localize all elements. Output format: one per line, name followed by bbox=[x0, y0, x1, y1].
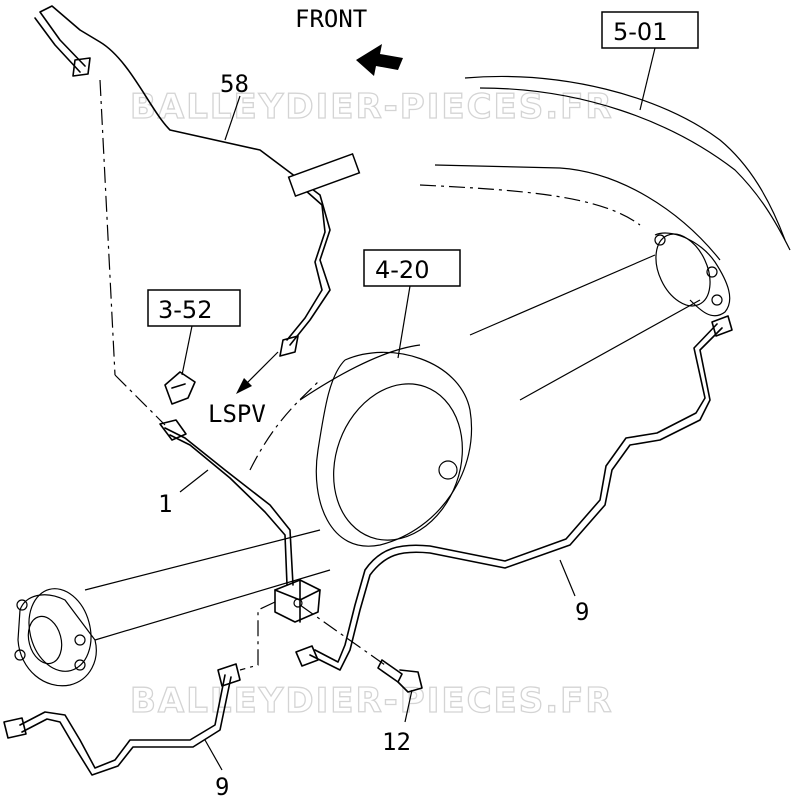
lspv-arrow-icon bbox=[236, 378, 252, 394]
dashed-link-2 bbox=[114, 374, 166, 426]
pipe-1 bbox=[159, 419, 294, 586]
ref-box-5-01 bbox=[601, 11, 699, 49]
clip-part bbox=[164, 371, 196, 405]
leader-1 bbox=[179, 469, 209, 493]
axle-housing bbox=[14, 232, 731, 687]
callout-1: 1 bbox=[158, 490, 172, 518]
pipe-9-bottom bbox=[3, 663, 241, 776]
ref-label-4-20: 4-20 bbox=[375, 256, 429, 284]
leader-12 bbox=[404, 689, 413, 723]
leader-9-bottom bbox=[204, 739, 223, 771]
ref-label-5-01: 5-01 bbox=[613, 18, 667, 46]
watermark-bottom: BALLEYDIER-PIECES.FR bbox=[130, 681, 614, 721]
leader-58 bbox=[224, 95, 241, 141]
callout-58: 58 bbox=[220, 70, 249, 98]
front-arrow-icon bbox=[356, 44, 403, 76]
watermark-top: BALLEYDIER-PIECES.FR bbox=[130, 87, 614, 127]
pipe-9-right bbox=[295, 315, 733, 671]
ref-box-3-52 bbox=[147, 289, 241, 327]
callout-9-right: 9 bbox=[575, 598, 589, 626]
callout-9-bottom: 9 bbox=[215, 773, 229, 800]
junction-block bbox=[239, 579, 321, 671]
leader-4-20 bbox=[397, 285, 411, 359]
ref-box-4-20 bbox=[363, 249, 461, 287]
leader-9-right bbox=[559, 559, 576, 597]
leader-5-01 bbox=[639, 47, 656, 111]
lspv-arrow-line bbox=[244, 351, 279, 386]
pipe-clamp bbox=[287, 153, 361, 197]
pipe-58 bbox=[34, 5, 361, 357]
dashed-link-1 bbox=[99, 79, 116, 376]
body-frame bbox=[419, 75, 791, 261]
lspv-label: LSPV bbox=[208, 400, 266, 428]
ref-label-3-52: 3-52 bbox=[158, 296, 212, 324]
front-label: FRONT bbox=[295, 5, 367, 33]
bolt-12 bbox=[299, 604, 423, 693]
callout-12: 12 bbox=[382, 728, 411, 756]
leader-3-52 bbox=[181, 325, 193, 376]
